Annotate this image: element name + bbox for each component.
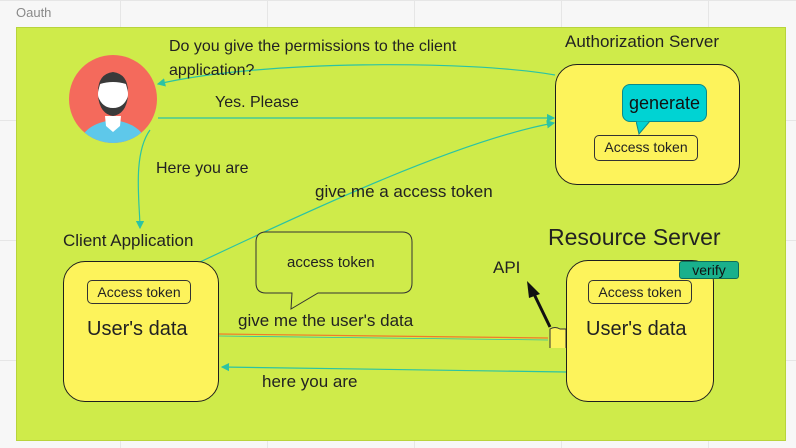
- here-you-are-top-label: Here you are: [156, 160, 249, 177]
- arrow-give-access-token: [199, 120, 556, 263]
- generate-bubble[interactable]: generate: [622, 84, 707, 122]
- client-access-token[interactable]: Access token: [87, 280, 191, 304]
- arrow-here-you-are-bottom: [220, 362, 567, 373]
- verify-badge[interactable]: verify: [679, 261, 739, 279]
- board-title: Oauth: [16, 5, 52, 20]
- client-users-data: User's data: [87, 318, 188, 340]
- client-application-title: Client Application: [63, 231, 194, 250]
- permission-question-line2: application?: [169, 62, 255, 79]
- callout-text: access token: [287, 254, 375, 271]
- arrow-give-users-data: [218, 333, 549, 339]
- resource-server-title: Resource Server: [548, 224, 721, 250]
- resource-access-token[interactable]: Access token: [588, 280, 692, 304]
- api-port-icon: [549, 327, 567, 348]
- yes-please-label: Yes. Please: [215, 94, 299, 111]
- api-label: API: [493, 258, 521, 277]
- callout-bubble: [255, 231, 413, 310]
- authorization-server-title: Authorization Server: [565, 32, 720, 51]
- here-you-are-bottom-label: here you are: [262, 372, 358, 391]
- give-access-token-label: give me a access token: [315, 182, 493, 201]
- resource-users-data: User's data: [586, 318, 687, 340]
- api-arrow-icon: [532, 293, 552, 328]
- arrow-here-you-are-top: [135, 129, 151, 230]
- arrow-permission-question: [156, 64, 556, 87]
- generate-bubble-tail: [636, 121, 651, 135]
- auth-access-token[interactable]: Access token: [594, 135, 698, 161]
- give-users-data-label: give me the user's data: [238, 311, 414, 330]
- user-avatar-icon: [69, 55, 157, 143]
- permission-question-line1: Do you give the permissions to the clien…: [169, 38, 457, 55]
